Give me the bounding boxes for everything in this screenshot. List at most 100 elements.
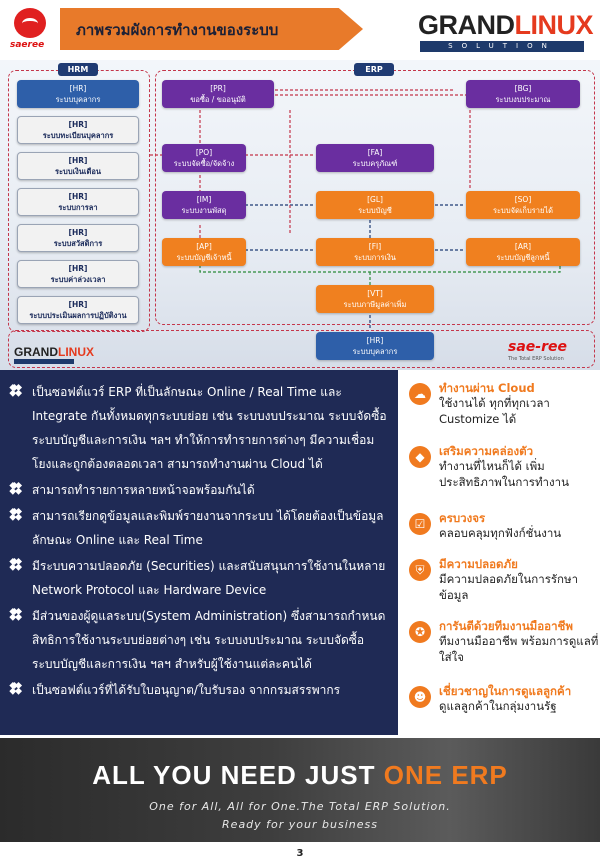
fi-tag: [FI]	[368, 242, 382, 251]
fa-box: [FA] ระบบครุภัณฑ์	[316, 144, 434, 172]
hr-box-label: ระบบการลา	[58, 203, 98, 212]
feature-title: ครบวงจร	[439, 511, 486, 525]
shield-icon: ⛨	[409, 559, 431, 581]
po-box: [PO] ระบบจัดซื้อ/จัดจ้าง	[162, 144, 246, 172]
gl-box: [GL] ระบบบัญชี	[316, 191, 434, 219]
certificate-icon: ✪	[409, 621, 431, 643]
hr-box-label: ระบบค่าล่วงเวลา	[50, 275, 106, 284]
bg-label: ระบบงบประมาณ	[495, 95, 551, 104]
tagline-part-a: ALL YOU NEED JUST	[92, 760, 384, 790]
system-diagram: HRM ERP [HR] ระบบบุคลากร [HR] ระบบทะเบีย…	[0, 60, 600, 370]
grandlinux-small-grand: GRAND	[14, 345, 58, 359]
fa-tag: [FA]	[367, 148, 383, 157]
bottom-banner	[0, 738, 600, 842]
hr-box-leave: [HR] ระบบการลา	[17, 188, 139, 216]
im-tag: [IM]	[196, 195, 212, 204]
pr-box: [PR] ขอซื้อ / ขออนุมัติ	[162, 80, 274, 108]
vt-label: ระบบภาษีมูลค่าเพิ่ม	[343, 300, 407, 309]
feature-desc: มีความปลอดภัยในการรักษาข้อมูล	[439, 572, 579, 602]
hr-erp-box: [HR] ระบบบุคลากร	[316, 332, 434, 360]
feature-bullet-list: เป็นซอฟต์แวร์ ERP ที่เป็นลักษณะ Online /…	[8, 380, 393, 704]
grandlinux-small-bar	[14, 359, 74, 364]
hr-box-label: ระบบสวัสดิการ	[53, 239, 103, 248]
ar-label: ระบบบัญชีลูกหนี้	[496, 253, 550, 262]
hr-box-label: ระบบทะเบียนบุคลากร	[42, 131, 114, 140]
bullet-text: เป็นซอฟต์แวร์ ERP ที่เป็นลักษณะ Online /…	[32, 385, 387, 471]
hr-box-tag: [HR]	[68, 120, 88, 129]
hr-box-evaluation: [HR] ระบบประเมินผลการปฏิบัติงาน	[17, 296, 139, 324]
hr-erp-tag: [HR]	[366, 336, 384, 345]
diamond-bullet-icon	[12, 559, 26, 573]
ap-label: ระบบบัญชีเจ้าหนี้	[176, 253, 232, 262]
feature-desc: ดูแลลูกค้าในกลุ่มงานรัฐ	[439, 699, 557, 713]
saeree-logo-text: saeree	[10, 40, 45, 50]
po-label: ระบบจัดซื้อ/จัดจ้าง	[173, 159, 235, 168]
banner-subslogan: Ready for your business	[222, 818, 378, 831]
hr-box-tag: [HR]	[68, 300, 88, 309]
fi-box: [FI] ระบบการเงิน	[316, 238, 434, 266]
feature-desc: ทำงานที่ไหนก็ได้ เพิ่มประสิทธิภาพในการทำ…	[439, 459, 569, 489]
ar-box: [AR] ระบบบัญชีลูกหนี้	[466, 238, 580, 266]
bullet-item: มีส่วนของผู้ดูแลระบบ(System Administrati…	[8, 604, 393, 676]
so-label: ระบบจัดเก็บรายได้	[493, 206, 553, 215]
fi-label: ระบบการเงิน	[354, 253, 396, 262]
hr-box-overtime: [HR] ระบบค่าล่วงเวลา	[17, 260, 139, 288]
grandlinux-logo-solution: SOLUTION	[420, 41, 584, 52]
feature-desc: ใช้งานได้ ทุกที่ทุกเวลา Customize ได้	[439, 396, 550, 426]
page-number: 3	[296, 848, 304, 859]
checklist-icon: ☑	[409, 513, 431, 535]
hr-box-tag: [HR]	[69, 84, 87, 93]
feature-title: การันตีด้วยทีมงานมืออาชีพ	[439, 619, 573, 633]
grandlinux-logo-grand: GRAND	[418, 10, 515, 40]
grandlinux-small-logo: GRANDLINUX	[14, 345, 94, 359]
bullet-text: สามารถทำรายการหลายหน้าจอพร้อมกันได้	[32, 483, 255, 497]
feature-desc: คลอบคลุมทุกฟังก์ชั่นงาน	[439, 526, 562, 540]
vt-tag: [VT]	[367, 289, 383, 298]
hr-erp-label: ระบบบุคลากร	[352, 347, 398, 356]
pr-tag: [PR]	[210, 84, 226, 93]
bg-box: [BG] ระบบงบประมาณ	[466, 80, 580, 108]
hr-box-tag: [HR]	[68, 192, 88, 201]
banner-tagline: ALL YOU NEED JUST ONE ERP	[0, 760, 600, 791]
po-tag: [PO]	[195, 148, 213, 157]
feature-title: มีความปลอดภัย	[439, 557, 518, 571]
saeree-logo-right: sae-ree	[508, 339, 567, 355]
diamond-bullet-icon	[12, 683, 26, 697]
ap-tag: [AP]	[196, 242, 212, 251]
hr-box-label: ระบบเงินเดือน	[55, 167, 101, 176]
cloud-icon: ☁	[409, 383, 431, 405]
hrm-tab: HRM	[58, 63, 98, 76]
hr-box-personnel: [HR] ระบบบุคลากร	[17, 80, 139, 108]
bullet-item: มีระบบความปลอดภัย (Securities) และสนับสน…	[8, 554, 393, 602]
hr-box-tag: [HR]	[68, 264, 88, 273]
grandlinux-small-linux: LINUX	[58, 345, 94, 359]
hr-box-label: ระบบบุคลากร	[55, 95, 101, 104]
grandlinux-logo-linux: LINUX	[514, 10, 594, 40]
bullet-text: เป็นซอฟต์แวร์ที่ได้รับใบอนุญาต/ใบรับรอง …	[32, 683, 341, 697]
bullet-text: มีส่วนของผู้ดูแลระบบ(System Administrati…	[32, 609, 386, 671]
diamond-bullet-icon	[12, 509, 26, 523]
vt-box: [VT] ระบบภาษีมูลค่าเพิ่ม	[316, 285, 434, 313]
feature-title: เชี่ยวชาญในการดูแลลูกค้า	[439, 684, 572, 698]
bullet-item: เป็นซอฟต์แวร์ ERP ที่เป็นลักษณะ Online /…	[8, 380, 393, 476]
hr-box-registry: [HR] ระบบทะเบียนบุคลากร	[17, 116, 139, 144]
feature-panel-bg	[0, 370, 398, 735]
bottom-frame	[8, 330, 595, 368]
feature-desc: ทีมงานมืออาชีพ พร้อมการดูแลที่ใส่ใจ	[439, 634, 599, 664]
hr-box-label: ระบบประเมินผลการปฏิบัติงาน	[29, 311, 127, 320]
ar-tag: [AR]	[514, 242, 532, 251]
grandlinux-logo: GRANDLINUX	[418, 10, 593, 41]
hr-box-tag: [HR]	[68, 156, 88, 165]
tagline-part-b: ONE ERP	[383, 760, 508, 790]
so-tag: [SO]	[514, 195, 532, 204]
bullet-item: เป็นซอฟต์แวร์ที่ได้รับใบอนุญาต/ใบรับรอง …	[8, 678, 393, 702]
diamond-bullet-icon	[12, 385, 26, 399]
saeree-logo-icon	[14, 8, 46, 38]
ap-box: [AP] ระบบบัญชีเจ้าหนี้	[162, 238, 246, 266]
bullet-item: สามารถเรียกดูข้อมูลและพิมพ์รายงานจากระบบ…	[8, 504, 393, 552]
cubes-icon: ◆	[409, 446, 431, 468]
diamond-bullet-icon	[12, 609, 26, 623]
customer-icon: ☻	[409, 686, 431, 708]
saeree-logo-right-sub: The Total ERP Solution	[508, 356, 564, 362]
im-label: ระบบงานพัสดุ	[181, 206, 227, 215]
